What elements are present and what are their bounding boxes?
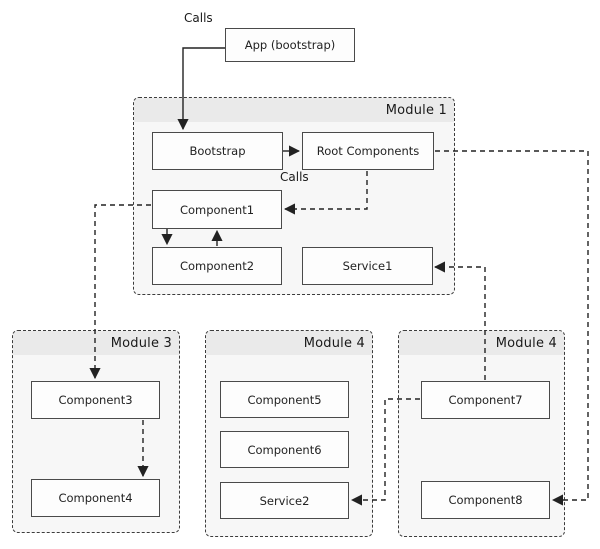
node-component2: Component2 [152,247,282,285]
node-component6-label: Component6 [247,442,322,457]
node-root-components-label: Root Components [316,144,420,158]
module-3-title: Module 3 [110,335,172,351]
node-component5: Component5 [220,381,349,418]
node-component4: Component4 [31,479,160,517]
node-component7-label: Component7 [448,393,523,407]
edge-label-calls-mid: Calls [280,170,309,184]
edge-label-calls-top: Calls [184,11,213,25]
node-component6: Component6 [220,431,349,468]
node-component8-label: Component8 [448,493,523,507]
node-bootstrap: Bootstrap [152,132,283,170]
node-root-components: Root Components [302,132,434,170]
module-4-right-header: Module 4 [399,331,564,355]
node-bootstrap-label: Bootstrap [189,144,246,158]
module-4-right-title: Module 4 [495,335,557,351]
node-component1: Component1 [152,190,282,229]
node-component7: Component7 [421,381,550,419]
node-component3-label: Component3 [58,393,133,407]
module-4-middle-title: Module 4 [303,335,365,351]
module-1-header: Module 1 [134,98,454,122]
module-3-header: Module 3 [13,331,179,355]
node-component4-label: Component4 [58,491,133,505]
node-service2: Service2 [220,482,349,519]
node-component1-label: Component1 [179,202,255,217]
node-component8: Component8 [421,481,550,519]
node-service1: Service1 [302,247,433,285]
node-component2-label: Component2 [179,259,255,273]
node-service1-label: Service1 [342,259,393,273]
node-component5-label: Component5 [247,392,322,407]
node-component3: Component3 [31,381,160,419]
module-4-middle-header: Module 4 [206,331,372,355]
node-app-bootstrap-label: App (bootstrap) [244,38,336,52]
module-1-title: Module 1 [385,102,447,118]
node-app-bootstrap: App (bootstrap) [225,28,355,62]
node-service2-label: Service2 [259,493,310,508]
